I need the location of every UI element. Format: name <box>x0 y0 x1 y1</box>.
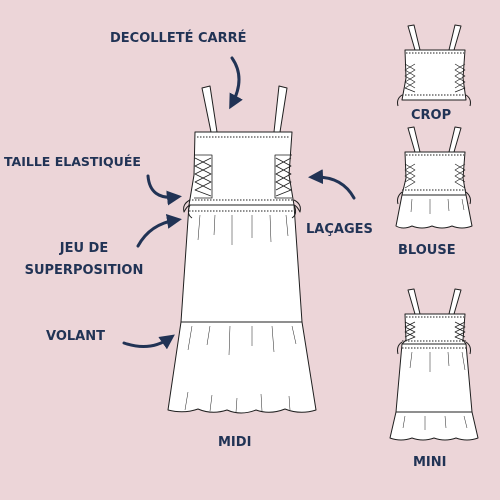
crop-variant-label: CROP <box>411 108 452 123</box>
layering-label-line2: SUPERPOSITION <box>24 263 144 278</box>
lacing-curved-arrow-icon <box>308 169 356 200</box>
neckline-label: DECOLLETÉ CARRÉ <box>110 31 247 46</box>
lacing-label: LAÇAGES <box>306 222 373 237</box>
mini-variant-label: MINI <box>413 455 447 470</box>
midi-variant-label: MIDI <box>218 435 252 450</box>
layering-label: JEU DE SUPERPOSITION <box>14 238 154 282</box>
elastic-waist-label: TAILLE ELASTIQUÉE <box>4 154 141 169</box>
mini-dress-drawing <box>389 288 479 441</box>
layering-curved-arrow-icon <box>136 213 182 248</box>
neckline-curved-arrow-icon <box>229 56 243 110</box>
blouse-variant-label: BLOUSE <box>398 243 456 258</box>
layering-label-line1: JEU DE <box>59 241 109 256</box>
ruffle-label: VOLANT <box>46 329 105 344</box>
crop-top-drawing <box>397 24 471 107</box>
midi-dress-drawing <box>167 85 317 414</box>
elastic-waist-curved-arrow-icon <box>146 174 182 206</box>
ruffle-curved-arrow-icon <box>122 334 175 350</box>
blouse-drawing <box>395 126 473 229</box>
